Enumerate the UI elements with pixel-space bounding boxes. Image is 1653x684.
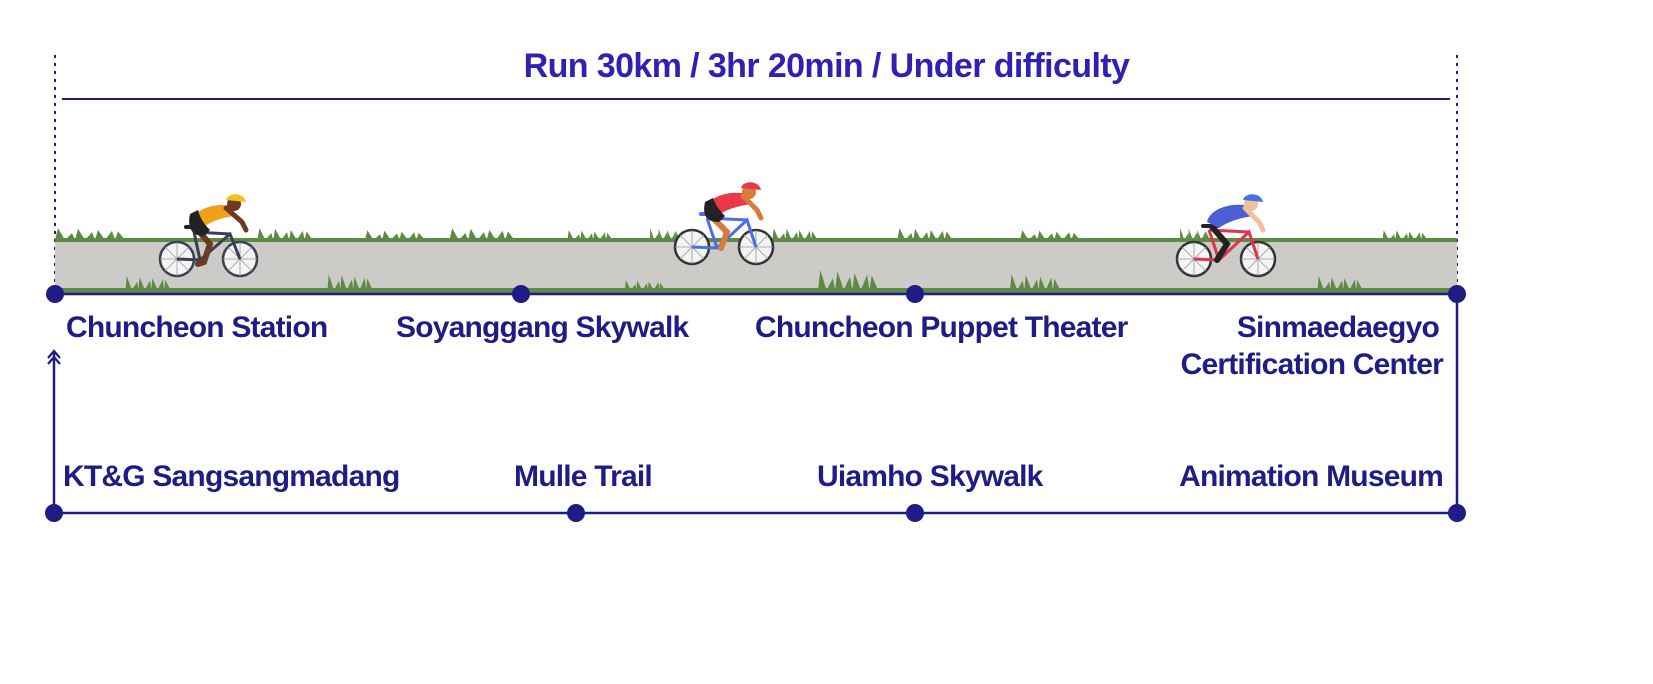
grass-tuft bbox=[650, 228, 680, 240]
stop-label-ktg-sangsangmadang: KT&G Sangsangmadang bbox=[63, 460, 400, 493]
grass-tuft bbox=[897, 228, 953, 240]
grass-tuft bbox=[1180, 228, 1210, 240]
grass-tuft bbox=[449, 228, 515, 240]
stop-dot-animation-museum bbox=[1448, 504, 1466, 522]
grass-tufts-bottom bbox=[125, 270, 1363, 290]
stop-label-puppet-theater: Chuncheon Puppet Theater bbox=[755, 311, 1128, 344]
road-bottom-grass-edge bbox=[55, 288, 1457, 293]
grass-tuft bbox=[772, 228, 818, 240]
grass-tuft bbox=[1317, 276, 1363, 290]
grass-tuft bbox=[257, 228, 313, 240]
stop-dot-ktg-sangsangmadang bbox=[45, 504, 63, 522]
grass-tuft bbox=[1382, 230, 1428, 240]
grass-tuft bbox=[1020, 230, 1080, 240]
stop-dot-puppet-theater bbox=[906, 285, 924, 303]
cyclist-red-icon bbox=[673, 182, 775, 266]
route-title: Run 30km / 3hr 20min / Under difficulty bbox=[523, 47, 1130, 85]
grass-tuft bbox=[327, 274, 373, 290]
cyclist-blue-icon bbox=[1175, 194, 1277, 278]
grass-tuft bbox=[55, 228, 125, 240]
grass-tuft bbox=[818, 270, 878, 290]
arrow-up-icon bbox=[47, 349, 61, 365]
stop-label-chuncheon-station: Chuncheon Station bbox=[66, 311, 328, 344]
grass-tuft bbox=[625, 280, 665, 290]
stop-label-uiamho-skywalk: Uiamho Skywalk bbox=[817, 460, 1043, 493]
stop-label-soyanggang-skywalk: Soyanggang Skywalk bbox=[396, 311, 689, 344]
grass-tuft bbox=[1010, 274, 1060, 290]
stop-dot-mulle-trail bbox=[567, 504, 585, 522]
cyclist-orange-icon bbox=[158, 194, 259, 278]
grass-tuft bbox=[365, 230, 425, 240]
grass-tufts-top bbox=[55, 228, 1428, 240]
grass-tuft bbox=[125, 276, 171, 290]
stop-dot-soyanggang-skywalk bbox=[512, 285, 530, 303]
stop-dot-uiamho-skywalk bbox=[906, 504, 924, 522]
stop-label-sinmaedaegyo-line1: Sinmaedaegyo bbox=[1236, 311, 1440, 344]
stop-label-mulle-trail: Mulle Trail bbox=[514, 460, 653, 493]
grass-tuft bbox=[567, 230, 613, 240]
stop-dot-sinmaedaegyo bbox=[1448, 285, 1466, 303]
stop-label-sinmaedaegyo-line2: Certification Center bbox=[1180, 348, 1444, 381]
stop-label-animation-museum: Animation Museum bbox=[1179, 460, 1444, 493]
stop-dot-chuncheon-station bbox=[46, 285, 64, 303]
